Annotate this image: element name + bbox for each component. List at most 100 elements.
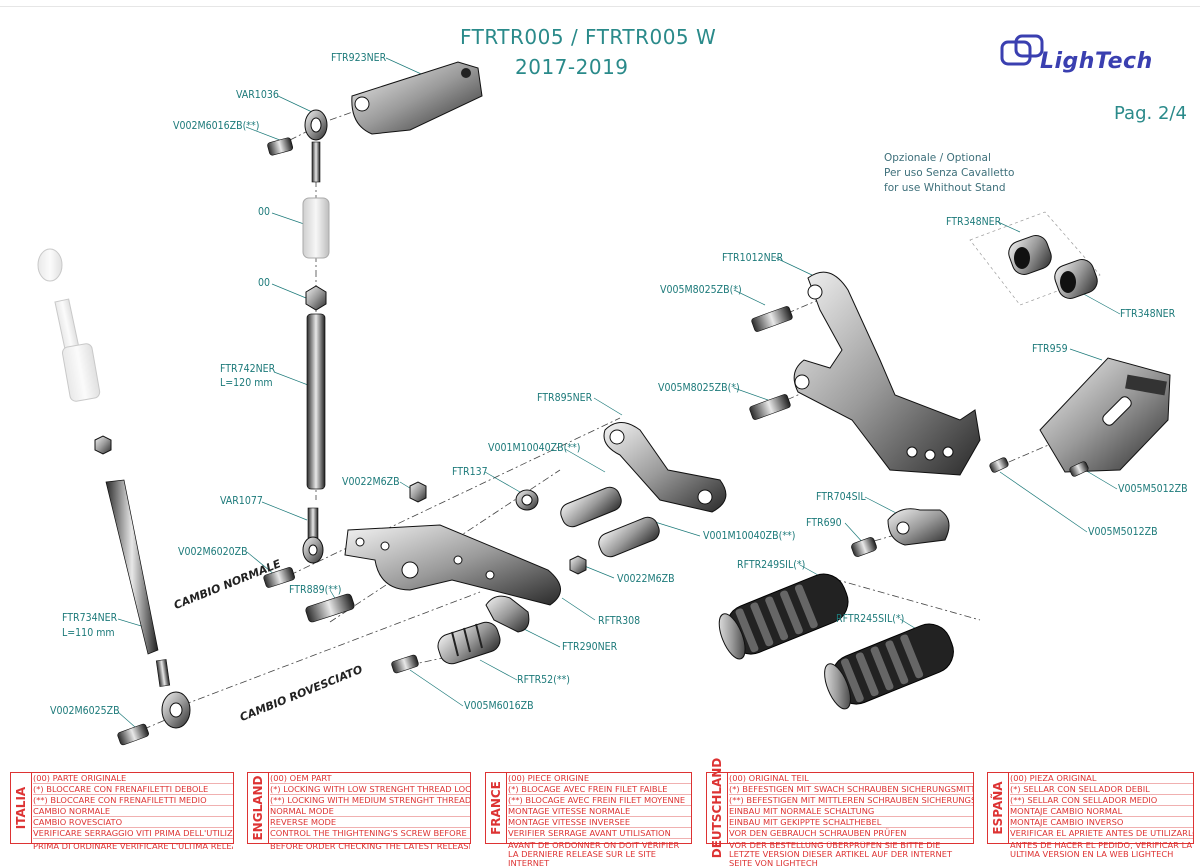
spacer-box-outline — [969, 211, 1101, 306]
legend-language: ESPAÑA — [991, 781, 1005, 835]
legend-row: VOR DEN GEBRAUCH SCHRAUBEN PRÜFEN — [729, 828, 973, 839]
part-label-v002m6016zb: V002M6016ZB(**) — [173, 120, 260, 132]
part-label-ftr290ner: FTR290NER — [562, 641, 618, 653]
leader-line — [479, 659, 518, 681]
ftr959-plate — [989, 357, 1171, 477]
lightech-logo-text: LighTech — [1040, 49, 1153, 74]
optional-note: Opzionale / Optional Per uso Senza Caval… — [884, 151, 1014, 196]
rftr308-shift-lever — [344, 481, 561, 606]
legend-row: (00) OEM PART — [270, 773, 470, 784]
legend-row: (*) SELLAR CON SELLADOR DEBIL — [1010, 784, 1193, 795]
part-label-var1077: VAR1077 — [220, 495, 263, 507]
leader-line — [775, 257, 813, 276]
leader-line — [246, 551, 276, 576]
part-label-ftr348ner: FTR348NER — [1120, 308, 1176, 320]
part-label-v005m8025zb: V005M8025ZB(*) — [658, 382, 740, 394]
legend-footer: AVANT DE ORDONNER ON DOIT VÉRIFIER LA DE… — [508, 841, 680, 868]
part-label-ftr348ner: FTR348NER — [946, 216, 1002, 228]
legend-row: (00) PARTE ORIGINALE — [33, 773, 233, 784]
legend-row: (**) SELLAR CON SELLADOR MEDIO — [1010, 795, 1193, 806]
part-label-ftr742ner: FTR742NER — [220, 363, 276, 375]
legend-row: (*) BLOCAGE AVEC FREIN FILET FAIBLE — [508, 784, 691, 795]
ftr923ner-part — [351, 61, 483, 135]
leader-line — [1079, 291, 1121, 315]
part-label-rftr52: RFTR52(**) — [517, 674, 570, 686]
lower-linkage — [37, 248, 355, 746]
legend-row: (**) BLOCAGE AVEC FREIN FILET MOYENNE — [508, 795, 691, 806]
part-label-v0022m6zb: V0022M6ZB — [617, 573, 675, 585]
part-label-v005m5012zb: V005M5012ZB — [1088, 526, 1158, 538]
part-label-v005m8025zb: V005M8025ZB(*) — [660, 284, 742, 296]
part-label-v002m6025zb: V002M6025ZB — [50, 705, 120, 717]
part-label-var1036: VAR1036 — [236, 89, 279, 101]
optional-note-line: for use Whithout Stand — [884, 182, 1006, 194]
part-label-rftr249sil: RFTR249SIL(*) — [737, 559, 806, 571]
legend-footer: VOR DER BESTELLUNG ÜBERPRÜFEN SIE BITTE … — [729, 841, 953, 868]
legend-row: (**) BEFESTIGEN MIT MITTLEREN SCHRAUBEN … — [729, 795, 973, 806]
legend-deutschland: DEUTSCHLAND (00) ORIGINAL TEIL (*) BEFES… — [706, 758, 974, 868]
exploded-diagram — [37, 57, 1171, 746]
leader-line — [261, 501, 308, 521]
part-label-ftr690: FTR690 — [806, 517, 842, 529]
legend-row: REVERSE MODE — [270, 817, 470, 828]
legend-row: VERIFICAR EL APRIETE ANTES DE UTILIZARLO — [1010, 828, 1193, 839]
top-border-line — [0, 6, 1200, 7]
leader-line — [271, 283, 307, 299]
leader-line — [999, 471, 1088, 533]
legend-row: CAMBIO NORMALE — [33, 806, 233, 817]
legend-row: MONTAJE CAMBIO NORMAL — [1010, 806, 1193, 817]
ftr290ner-peg — [391, 595, 530, 674]
legend-espana: ESPAÑA (00) PIEZA ORIGINAL (*) SELLAR CO… — [987, 772, 1194, 859]
legend-footer: BEFORE ORDER CHECKING THE LATEST RELEASE… — [270, 841, 470, 851]
drawing-title: FTRTR005 / FTRTR005 W — [460, 25, 717, 49]
part-label-ftr704sil: FTR704SIL — [816, 491, 866, 503]
legend-row: (00) ORIGINAL TEIL — [729, 773, 973, 784]
leader-line — [564, 448, 606, 473]
assembly-axes — [129, 94, 1111, 736]
legend-row: (**) LOCKING WITH MEDIUM STRENGHT THREAD… — [270, 795, 470, 806]
part-label-v001m10040zb: V001M10040ZB(**) — [488, 442, 581, 454]
axis-line — [289, 417, 621, 576]
leader-line — [484, 471, 521, 493]
leader-line — [521, 627, 561, 648]
page-number: Pag. 2/4 — [1114, 103, 1187, 124]
optional-note-line: Per uso Senza Cavalletto — [884, 167, 1015, 179]
axis-line — [129, 717, 171, 736]
part-label-v002m6020zb: V002M6020ZB — [178, 546, 248, 558]
leader-line — [654, 521, 701, 537]
leader-line — [733, 289, 766, 306]
part-label-ftr734ner-length: L=110 mm — [62, 627, 115, 639]
leader-line — [581, 564, 615, 579]
legend-row: (00) PIEZA ORIGINAL — [1010, 773, 1193, 784]
legend-row: CONTROL THE THIGHTENING'S SCREW BEFORE U… — [270, 828, 470, 839]
legend-row: MONTAGE VITESSE INVERSEE — [508, 817, 691, 828]
part-label-ftr895ner: FTR895NER — [537, 392, 593, 404]
legend-row: (**) BLOCCARE CON FRENAFILETTI MEDIO — [33, 795, 233, 806]
leader-line — [864, 496, 901, 516]
legend-row: VERIFIER SERRAGE AVANT UTILISATION — [508, 828, 691, 839]
ftr1012ner-bracket — [749, 271, 981, 476]
legend-row: MONTAJE CAMBIO INVERSO — [1010, 817, 1193, 828]
part-label-ftr734ner: FTR734NER — [62, 612, 118, 624]
legend-row: NORMAL MODE — [270, 806, 470, 817]
leader-line — [593, 397, 623, 416]
leader-line — [271, 212, 305, 225]
legend-row: CAMBIO ROVESCIATO — [33, 817, 233, 828]
leader-line — [733, 387, 769, 401]
legend-footer: ANTES DE HACER EL PEDIDO, VERIFICAR LA U… — [1010, 841, 1193, 859]
optional-note-line: Opzionale / Optional — [884, 152, 991, 164]
leader-line — [1069, 348, 1103, 361]
legend-row: VERIFICARE SERRAGGIO VITI PRIMA DELL'UTI… — [33, 828, 233, 839]
lightech-logo-icon — [1000, 34, 1044, 66]
part-label-rftr245sil: RFTR245SIL(*) — [836, 613, 905, 625]
part-label-oo: 00 — [258, 206, 271, 218]
leader-line — [273, 371, 309, 386]
drawing-years: 2017-2019 — [515, 55, 629, 79]
part-label-oo: 00 — [258, 277, 271, 289]
legend-row: (*) LOCKING WITH LOW STRENGHT THREAD LOC… — [270, 784, 470, 795]
leader-line — [799, 564, 819, 576]
legend-row: MONTAGE VITESSE NORMALE — [508, 806, 691, 817]
axis-line — [169, 591, 481, 711]
legend-england: ENGLAND (00) OEM PART (*) LOCKING WITH L… — [247, 772, 471, 851]
legend-row: (00) PIECE ORIGINE — [508, 773, 691, 784]
